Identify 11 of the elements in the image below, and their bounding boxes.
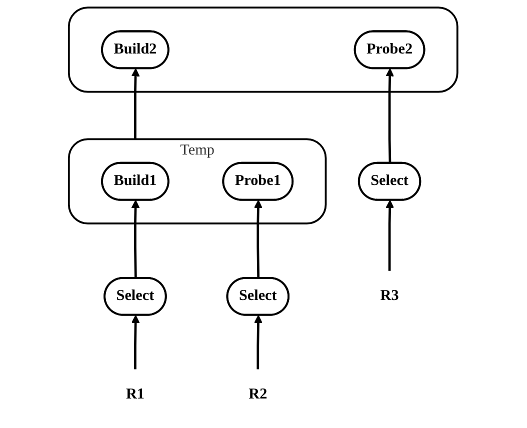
arrow (132, 68, 140, 140)
arrow (132, 200, 140, 278)
node-text: R2 (248, 386, 268, 402)
arrow (132, 314, 140, 370)
node-text: R3 (380, 288, 400, 304)
arrow (254, 314, 263, 370)
cluster (68, 6, 459, 93)
arrow (254, 200, 263, 278)
node-text: R1 (126, 386, 145, 402)
arrow (386, 68, 394, 164)
arrow (386, 200, 394, 271)
